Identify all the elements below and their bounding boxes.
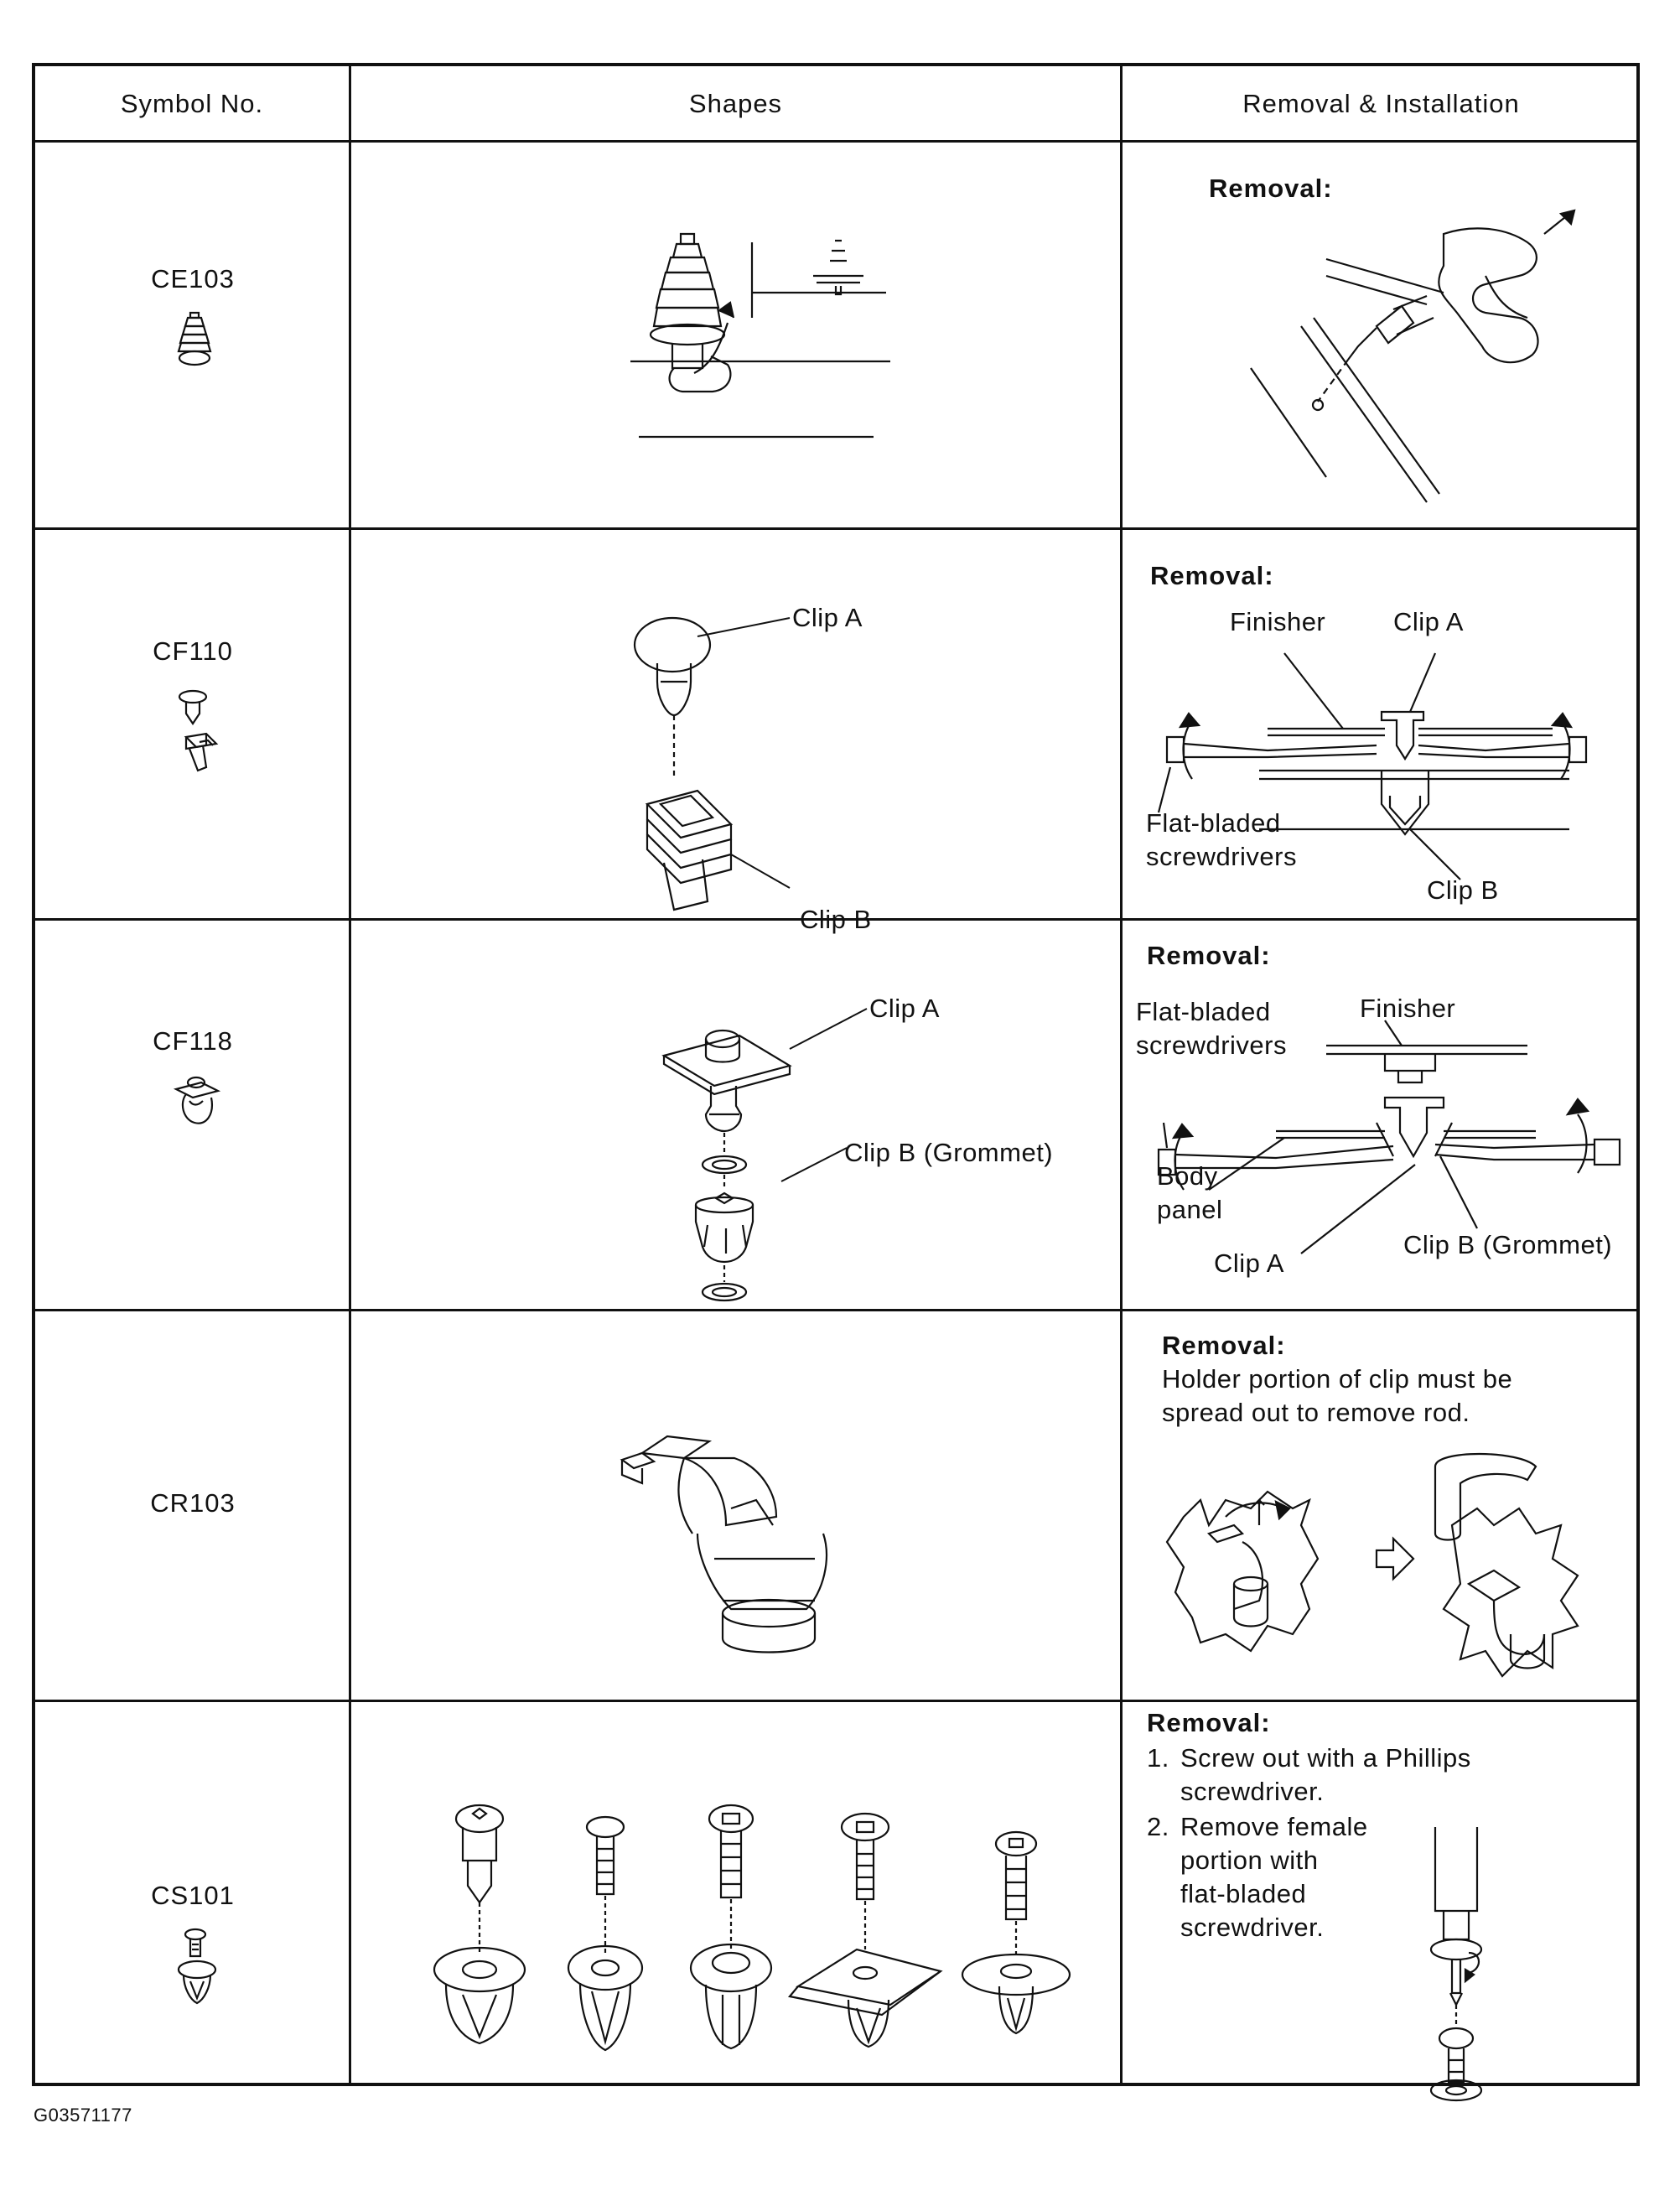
column-divider [1120,66,1123,2083]
cf110-removal-illustration [1133,603,1636,888]
cs101-removal-title: Removal: [1147,1708,1271,1737]
cf110-shape-leaders [689,603,790,938]
cs101-step-2-line-1: Remove female [1180,1812,1368,1841]
ce103-shape-illustration [597,217,899,469]
cf110-label-clip-a-removal: Clip A [1393,607,1464,636]
cs101-step-1-line-2: screwdriver. [1180,1777,1325,1806]
cf118-label-clip-a-removal: Clip A [1214,1248,1284,1278]
cf118-label-finisher: Finisher [1360,994,1456,1023]
clip-reference-table: Symbol No. Shapes Removal & Installation… [32,63,1640,2086]
cf118-label-clip-b-grommet-removal: Clip B (Grommet) [1403,1230,1613,1259]
cf118-label-screwdrivers: screwdrivers [1136,1030,1287,1060]
cf110-label-clip-b: Clip B [800,905,872,934]
cs101-step-2-line-2: portion with [1180,1845,1319,1875]
header-shapes: Shapes [688,89,783,118]
cr103-removal-text-line-1: Holder portion of clip must be [1162,1364,1513,1394]
symbol-cf118: CF118 [153,1026,233,1056]
header-removal-installation: Removal & Installation [1242,89,1520,118]
symbol-cr103: CR103 [150,1488,236,1518]
cf110-label-flat-bladed: Flat-bladed [1146,808,1281,838]
ce103-removal-illustration [1200,217,1603,502]
cf118-shape-illustration [639,989,806,1341]
cf110-removal-title: Removal: [1150,561,1274,590]
cs101-symbol-icon [174,1926,224,2010]
cf118-symbol-icon [171,1072,221,1131]
cr103-shape-illustration [614,1408,832,1684]
cs101-step-2-line-3: flat-bladed [1180,1879,1307,1908]
cf118-shape-leaders [773,989,874,1207]
cr103-removal-text-line-2: spread out to remove rod. [1162,1398,1470,1427]
cs101-step-1-number: 1. [1147,1743,1169,1773]
symbol-cs101: CS101 [151,1881,235,1910]
ce103-removal-title: Removal: [1209,174,1333,203]
symbol-ce103: CE103 [151,264,235,293]
cf110-label-clip-a: Clip A [792,603,863,632]
cr103-removal-illustration [1150,1441,1636,1718]
row-divider [35,918,1636,921]
cf118-removal-illustration [1133,989,1636,1274]
cf118-label-body: Body [1157,1161,1218,1191]
header-divider [35,140,1636,143]
cf110-shape-illustration [614,603,781,938]
cs101-step-2-number: 2. [1147,1812,1169,1841]
symbol-cf110: CF110 [153,636,233,666]
row-divider [35,1309,1636,1311]
row-divider [35,527,1636,530]
cf118-label-clip-b-grommet: Clip B (Grommet) [844,1138,1054,1167]
row-divider [35,1700,1636,1702]
header-symbol-no: Symbol No. [120,89,264,118]
cf118-removal-title: Removal: [1147,941,1271,970]
cr103-removal-title: Removal: [1162,1331,1286,1360]
cs101-removal-illustration [1410,1827,1511,2112]
cf118-label-clip-a: Clip A [869,994,940,1023]
column-divider [349,66,351,2083]
cf118-label-flat-bladed: Flat-bladed [1136,997,1271,1026]
cf110-label-screwdrivers: screwdrivers [1146,842,1297,871]
cs101-step-2-line-4: screwdriver. [1180,1913,1325,1942]
cf110-symbol-icon [169,687,228,779]
cs101-shape-illustration [412,1785,1083,2104]
cf118-label-panel: panel [1157,1195,1223,1224]
cs101-step-1-line-1: Screw out with a Phillips [1180,1743,1471,1773]
ce103-symbol-icon [176,309,213,368]
figure-code: G03571177 [34,2105,132,2126]
cf110-label-finisher: Finisher [1230,607,1326,636]
cf110-label-clip-b-removal: Clip B [1427,875,1499,905]
